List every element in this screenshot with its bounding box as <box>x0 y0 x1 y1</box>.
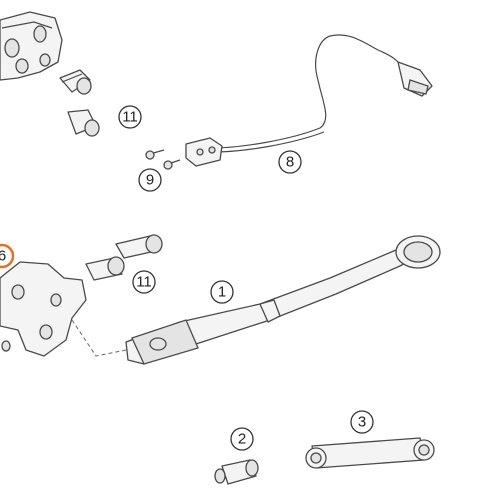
upper-mount-bracket <box>0 11 63 81</box>
callout-2: 2 <box>230 427 254 451</box>
sidestand-leg <box>125 235 441 365</box>
return-spring <box>305 437 435 469</box>
upper-bolt-2 <box>67 109 100 137</box>
lower-bolt-2 <box>85 256 125 281</box>
lower-bolt-1 <box>115 234 163 259</box>
callout-3-label: 3 <box>358 414 366 431</box>
callout-1: 1 <box>210 280 234 304</box>
callout-6-label: 6 <box>0 248 6 265</box>
screw-9b <box>163 159 181 170</box>
callout-6: 6 <box>0 243 15 269</box>
callout-8-label: 8 <box>286 154 294 171</box>
callout-1-label: 1 <box>218 284 226 301</box>
callout-9: 9 <box>138 168 162 192</box>
callout-11-upper: 11 <box>118 105 142 129</box>
assembly-guide-line <box>71 319 127 357</box>
callout-11-upper-label: 11 <box>122 109 138 126</box>
sidestand-mount-plate <box>0 261 87 357</box>
screw-9a <box>145 149 165 160</box>
callout-8: 8 <box>278 150 302 174</box>
callout-11-lower: 11 <box>132 270 156 294</box>
upper-bolt-1 <box>59 69 92 95</box>
callout-2-label: 2 <box>238 431 246 448</box>
sidestand-switch-cable <box>185 34 433 167</box>
callout-3: 3 <box>350 410 374 434</box>
pivot-pin <box>214 459 259 485</box>
callout-9-label: 9 <box>146 172 154 189</box>
callout-11-lower-label: 11 <box>136 274 152 291</box>
